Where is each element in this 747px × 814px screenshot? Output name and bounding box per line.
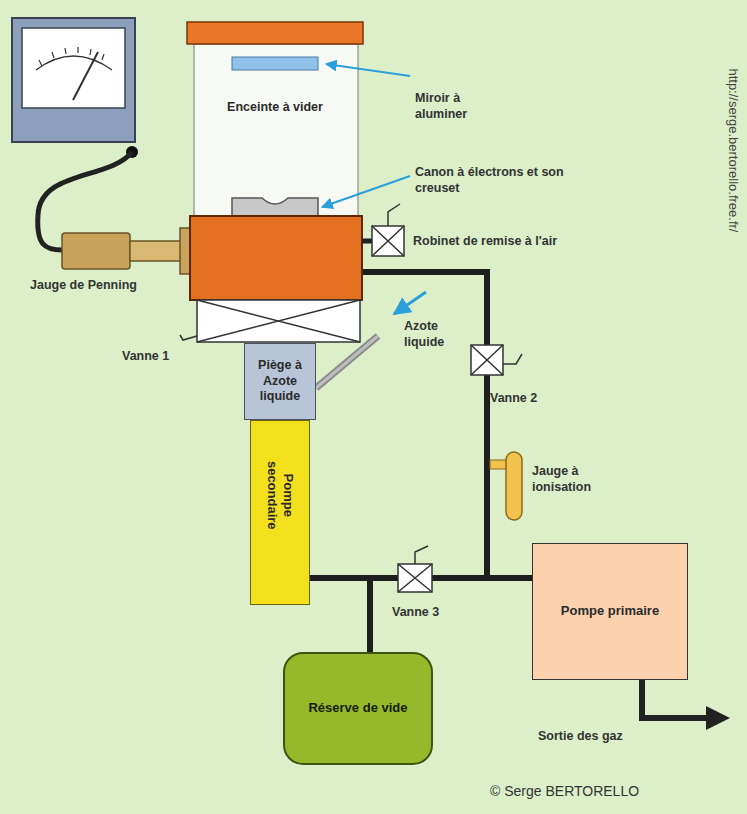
node-title: Réserve de vide	[308, 700, 407, 716]
penning-gauge	[62, 233, 130, 269]
vacuum-reserve-box: Réserve de vide	[283, 652, 433, 765]
penning-meter	[12, 18, 135, 142]
vacuum-pipe	[363, 272, 532, 578]
vent-valve	[372, 226, 404, 256]
valve-1	[197, 300, 360, 342]
leader-arrow	[322, 64, 426, 314]
part-label: Azote liquide	[404, 318, 466, 351]
valve-2	[471, 345, 503, 375]
penning-gauge	[130, 241, 182, 261]
part-label: Jauge de Penning	[30, 277, 180, 293]
secondary-pump-box: Pompe secondaire	[250, 420, 310, 605]
vacuum-chamber	[232, 57, 318, 70]
valve-3	[398, 546, 432, 592]
part-label: Miroir à aluminer	[415, 90, 491, 123]
valve-1	[197, 300, 360, 342]
vent-valve	[362, 239, 372, 244]
penning-gauge	[62, 228, 192, 274]
valve-3	[415, 546, 428, 564]
vacuum-pipe	[310, 578, 370, 652]
nitrogen-tube	[316, 336, 378, 388]
nitrogen-tube	[316, 336, 378, 388]
node-title: Enceinte à vider	[227, 100, 323, 116]
penning-meter	[12, 18, 138, 158]
nitrogen-trap-box: Piège à Azote liquide	[244, 343, 316, 420]
exhaust-arrow	[642, 680, 708, 718]
part-label: Canon à électrons et son creuset	[415, 164, 565, 197]
penning-meter	[39, 47, 104, 66]
vacuum-chamber	[187, 22, 363, 44]
exhaust-arrow	[706, 706, 730, 730]
valve-3	[398, 564, 432, 592]
part-label: Robinet de remise à l'air	[413, 233, 603, 249]
part-label: Jauge à ionisation	[532, 463, 622, 496]
valve-2	[471, 345, 503, 375]
leader-arrow	[322, 176, 410, 207]
valve-1	[180, 300, 360, 342]
part-label: Sortie des gaz	[538, 728, 678, 744]
vent-valve	[362, 204, 404, 256]
vacuum-chamber	[190, 216, 362, 300]
ionisation-gauge	[506, 452, 522, 520]
vacuum-chamber	[187, 22, 363, 300]
vent-valve	[372, 226, 404, 256]
node-title: Pompe primaire	[561, 603, 659, 619]
watermark: http://serge.bertorello.free.fr/	[725, 15, 742, 285]
part-label: Vanne 1	[122, 348, 182, 364]
valve-3	[398, 564, 432, 592]
exhaust-arrow	[642, 680, 730, 730]
part-label: Vanne 3	[392, 604, 462, 620]
primary-pump-box: Pompe primaire	[532, 543, 688, 680]
leader-arrow	[394, 292, 426, 314]
vent-valve	[388, 204, 400, 226]
valve-2	[503, 354, 522, 364]
valve-2	[471, 345, 522, 375]
node-title: Piège à Azote liquide	[249, 358, 311, 405]
penning-meter	[22, 28, 125, 108]
penning-meter	[73, 52, 98, 100]
ionisation-gauge	[490, 452, 522, 520]
part-label: Vanne 2	[490, 390, 560, 406]
vacuum-chamber	[232, 198, 318, 216]
nitrogen-tube	[316, 336, 378, 388]
vacuum-chamber-box: Enceinte à vider	[187, 22, 363, 300]
penning-meter	[36, 56, 112, 70]
copyright: © Serge BERTORELLO	[490, 782, 735, 800]
valve-1	[180, 335, 197, 340]
leader-arrow	[326, 64, 410, 76]
vacuum-chamber	[194, 44, 358, 216]
node-title: Pompe secondaire	[264, 440, 297, 550]
